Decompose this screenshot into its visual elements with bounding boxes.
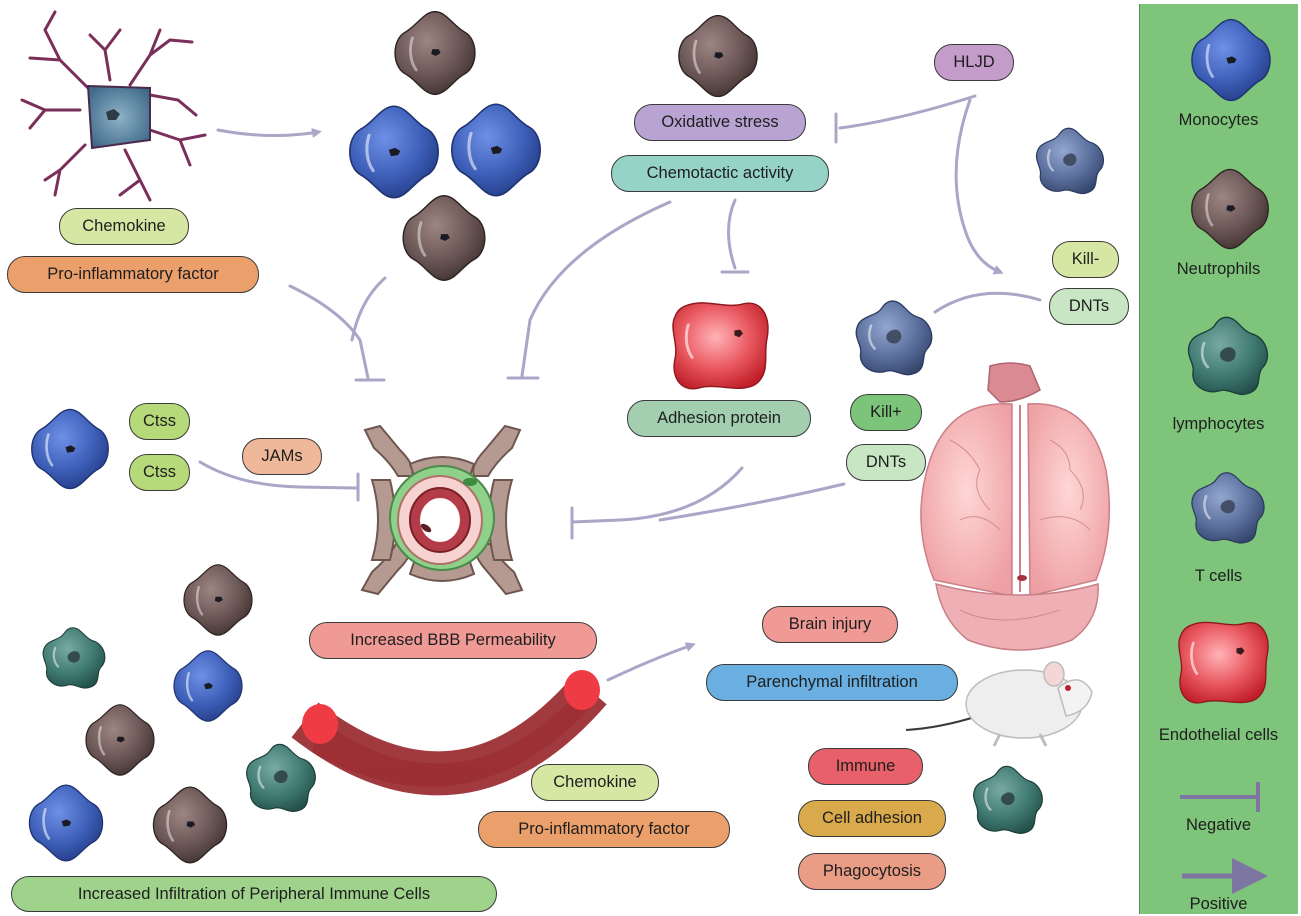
legend-endothelial: Endothelial cells <box>1139 726 1298 745</box>
brain-injury-label: Brain injury <box>762 606 898 643</box>
legend-icons <box>1179 20 1270 894</box>
jams-label: JAMs <box>242 438 322 475</box>
kill-plus-label: Kill+ <box>850 394 922 431</box>
killplus-to-bbb-line <box>660 484 844 520</box>
t-cell <box>856 301 932 375</box>
t-cell <box>1036 128 1103 193</box>
hljd-label: HLJD <box>934 44 1014 81</box>
hljd-to-dnt-arrow <box>956 100 1000 272</box>
legend-positive: Positive <box>1139 895 1298 914</box>
dnts-label-2: DNTs <box>846 444 926 481</box>
kill-minus-label: Kill- <box>1052 241 1119 278</box>
lymphocyte-cell <box>247 744 316 811</box>
monocyte-legend-icon <box>1192 20 1270 101</box>
chemokine-label-bottom: Chemokine <box>531 764 659 801</box>
lymphocyte-cell <box>974 766 1043 833</box>
oxidative-stress-label: Oxidative stress <box>634 104 806 141</box>
monocyte-cell <box>350 106 438 198</box>
monocyte-cell <box>32 409 109 488</box>
t-cell-legend-icon <box>1192 473 1264 543</box>
negative-legend-icon <box>1180 782 1258 812</box>
chemotactic-inhibit-line <box>522 202 670 376</box>
chemokine-label-top: Chemokine <box>59 208 189 245</box>
endothelial-cell <box>673 303 768 389</box>
dnts-label-1: DNTs <box>1049 288 1129 325</box>
lymphocyte-cell <box>43 628 105 688</box>
chemotactic-to-adhesion-line <box>729 200 736 268</box>
neutrophil-cell <box>153 787 226 863</box>
immune-label: Immune <box>808 748 923 785</box>
phagocytosis-label: Phagocytosis <box>798 853 946 890</box>
legend-negative: Negative <box>1139 816 1298 835</box>
adhesion-to-bbb-line <box>572 468 742 522</box>
neutrophil-cell <box>86 705 154 775</box>
dc-to-cells-arrow <box>218 130 318 136</box>
neutrophil-legend-icon <box>1192 169 1269 248</box>
bbb-cross-section-icon <box>362 426 522 594</box>
cell-cluster-top <box>350 12 757 281</box>
increased-infiltration-label: Increased Infiltration of Peripheral Imm… <box>11 876 497 912</box>
hljd-inhibit-line <box>840 96 975 128</box>
positive-legend-icon <box>1182 858 1268 894</box>
neutrophil-cell <box>403 196 485 280</box>
lymphocyte-legend-icon <box>1188 317 1267 394</box>
increased-bbb-label: Increased BBB Permeability <box>309 622 597 659</box>
legend-neutrophils: Neutrophils <box>1139 260 1298 279</box>
ctss-label-1: Ctss <box>129 403 190 440</box>
vessel-to-brain-arrow <box>608 645 692 680</box>
neutrophil-cell <box>184 565 252 635</box>
monocyte-cell <box>452 104 540 196</box>
legend-t-cells: T cells <box>1139 567 1298 586</box>
proinflammatory-label-bottom: Pro-inflammatory factor <box>478 811 730 848</box>
neutrophil-cell <box>395 12 475 95</box>
legend-lymphocytes: lymphocytes <box>1139 415 1298 434</box>
dendritic-cell-icon <box>22 12 205 200</box>
neutrophil-cell <box>679 16 757 97</box>
legend-monocytes: Monocytes <box>1139 111 1298 130</box>
brain-icon <box>921 363 1109 650</box>
cell-adhesion-label: Cell adhesion <box>798 800 946 837</box>
parenchymal-infiltration-label: Parenchymal infiltration <box>706 664 958 701</box>
neutrophil-inhibit-line <box>352 278 385 340</box>
cell-cluster-bottom-left <box>29 565 315 863</box>
monocyte-cell <box>29 785 102 861</box>
chemotactic-activity-label: Chemotactic activity <box>611 155 829 192</box>
adhesion-protein-label: Adhesion protein <box>627 400 811 437</box>
monocyte-cell <box>174 651 242 721</box>
endothelial-legend-icon <box>1179 622 1268 703</box>
ctss-label-2: Ctss <box>129 454 190 491</box>
proinflammatory-label-top: Pro-inflammatory factor <box>7 256 259 293</box>
tcell-to-killminus-line <box>935 293 1040 312</box>
proinflam-inhibit-line <box>290 286 368 378</box>
